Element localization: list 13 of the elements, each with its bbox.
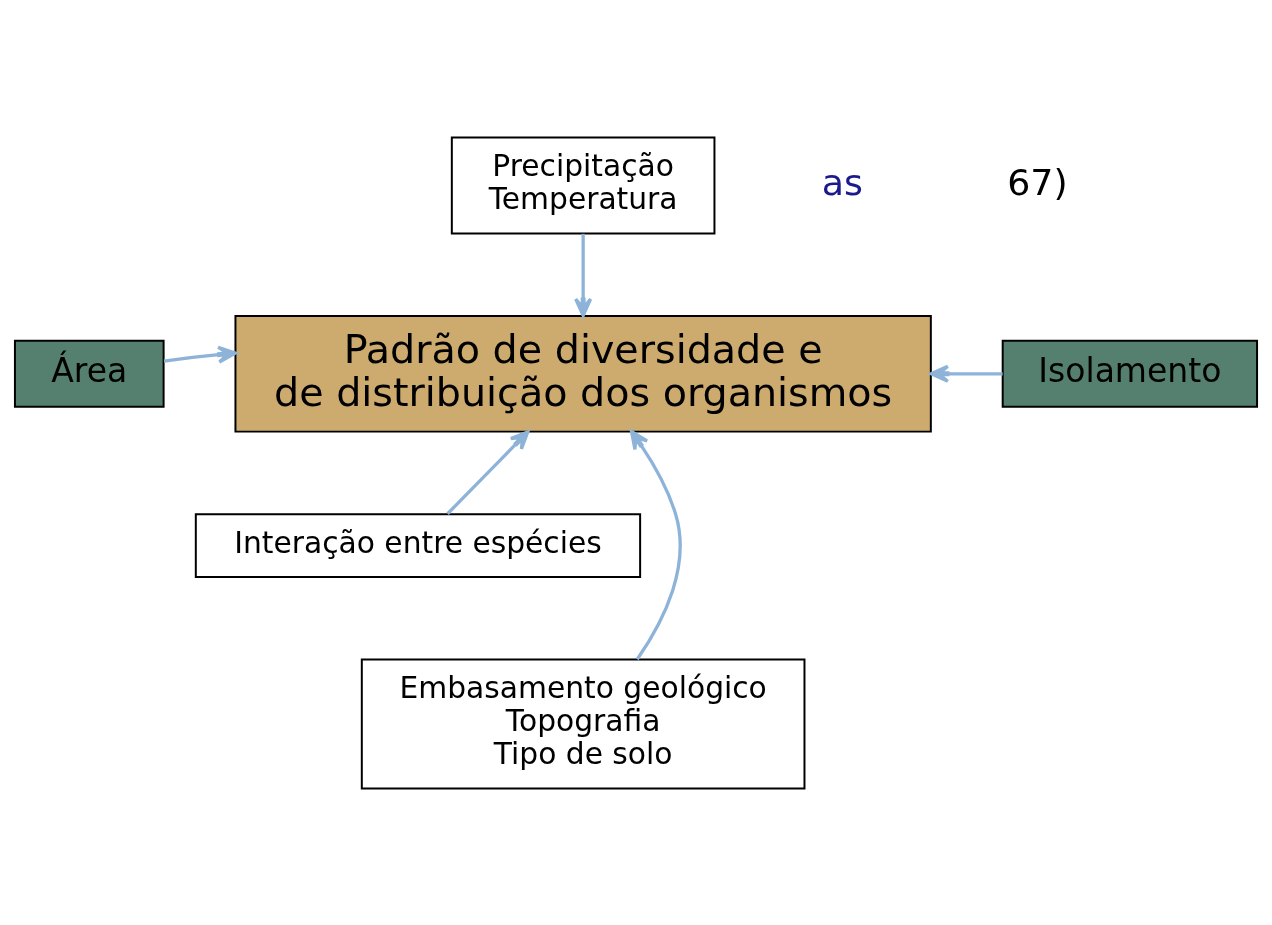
arrow — [446, 429, 530, 515]
label: as — [821, 160, 864, 204]
node-box: Embasamento geológico Topografia Tipo de solo — [360, 658, 806, 789]
arrow — [574, 233, 593, 317]
label: 67) — [1007, 160, 1068, 204]
node-box: Área — [13, 339, 165, 408]
arrow — [929, 364, 1003, 383]
arrow — [629, 429, 682, 660]
arrow — [163, 345, 237, 364]
node-box: Interação entre espécies — [194, 512, 642, 578]
node-box: Padrão de diversidade e de distribuição dos organismos — [234, 314, 932, 433]
node-box: Precipitação Temperatura — [450, 136, 716, 234]
node-box: Isolamento — [1001, 339, 1259, 408]
